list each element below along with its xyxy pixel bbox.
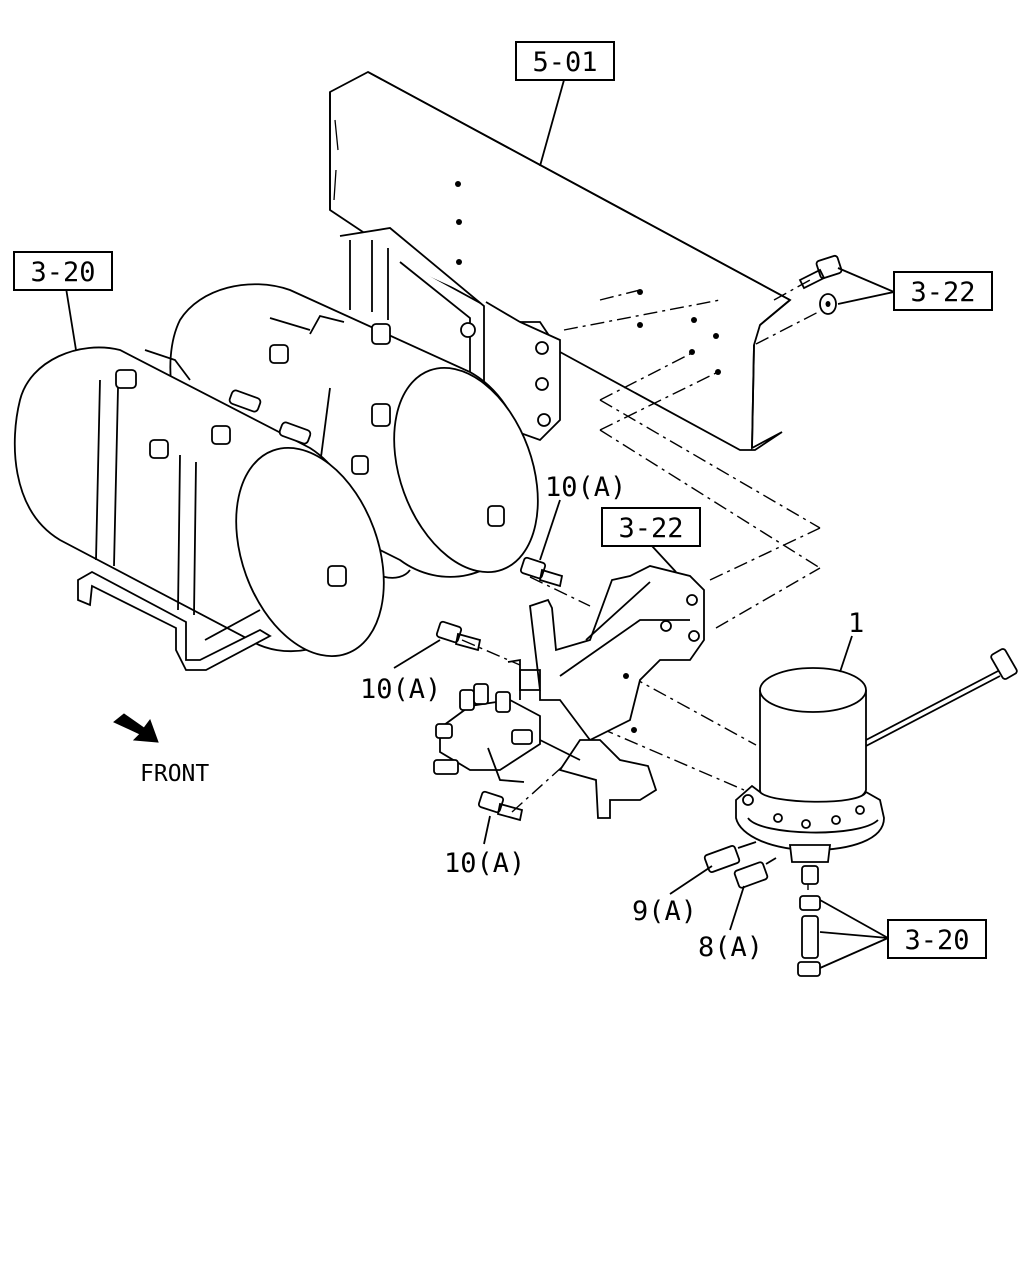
part-label-bolt-left: 10(A): [360, 674, 441, 705]
ref-fittings-label: 3-20: [904, 925, 969, 956]
ref-bracket-label: 3-22: [618, 513, 683, 544]
frame-rail: [329, 70, 792, 451]
air-tank-front: [13, 346, 385, 658]
tank-bracket: [339, 227, 561, 442]
ref-box-tanks: 3-20: [13, 251, 113, 291]
ref-box-fittings: 3-20: [887, 919, 987, 959]
leader-lines: [65, 79, 895, 969]
valve-cluster: [433, 658, 541, 783]
air-tank-rear: [169, 283, 539, 579]
part-label-connector-9a: 9(A): [632, 896, 697, 927]
bolt-and-washer: [798, 254, 843, 315]
ref-box-frame: 5-01: [515, 41, 615, 81]
part-label-connector-8a: 8(A): [698, 932, 763, 963]
part-label-bolt-top: 10(A): [545, 472, 626, 503]
ref-bolt-washer-label: 3-22: [910, 277, 975, 308]
part-label-bolt-bottom: 10(A): [444, 848, 525, 879]
assembly-guide-lines: [461, 279, 831, 890]
tank-support-bracket: [77, 570, 272, 671]
connector-8a: [733, 857, 777, 889]
bolt-10a-bottom: [477, 790, 524, 822]
ref-box-bracket: 3-22: [601, 507, 701, 547]
ref-box-bolt-washer: 3-22: [893, 271, 993, 311]
ref-frame-label: 5-01: [532, 47, 597, 78]
bolt-10a-left: [435, 620, 482, 652]
air-dryer: [735, 648, 1018, 885]
part-label-dryer: 1: [848, 608, 864, 639]
front-direction-label: FRONT: [140, 761, 209, 787]
dryer-mounting-bracket: [519, 565, 705, 819]
bolt-10a-top: [519, 556, 564, 588]
hose-fittings: [797, 895, 821, 977]
front-arrow-icon: [113, 713, 159, 743]
connector-9a: [703, 841, 757, 873]
ref-tanks-label: 3-20: [30, 257, 95, 288]
